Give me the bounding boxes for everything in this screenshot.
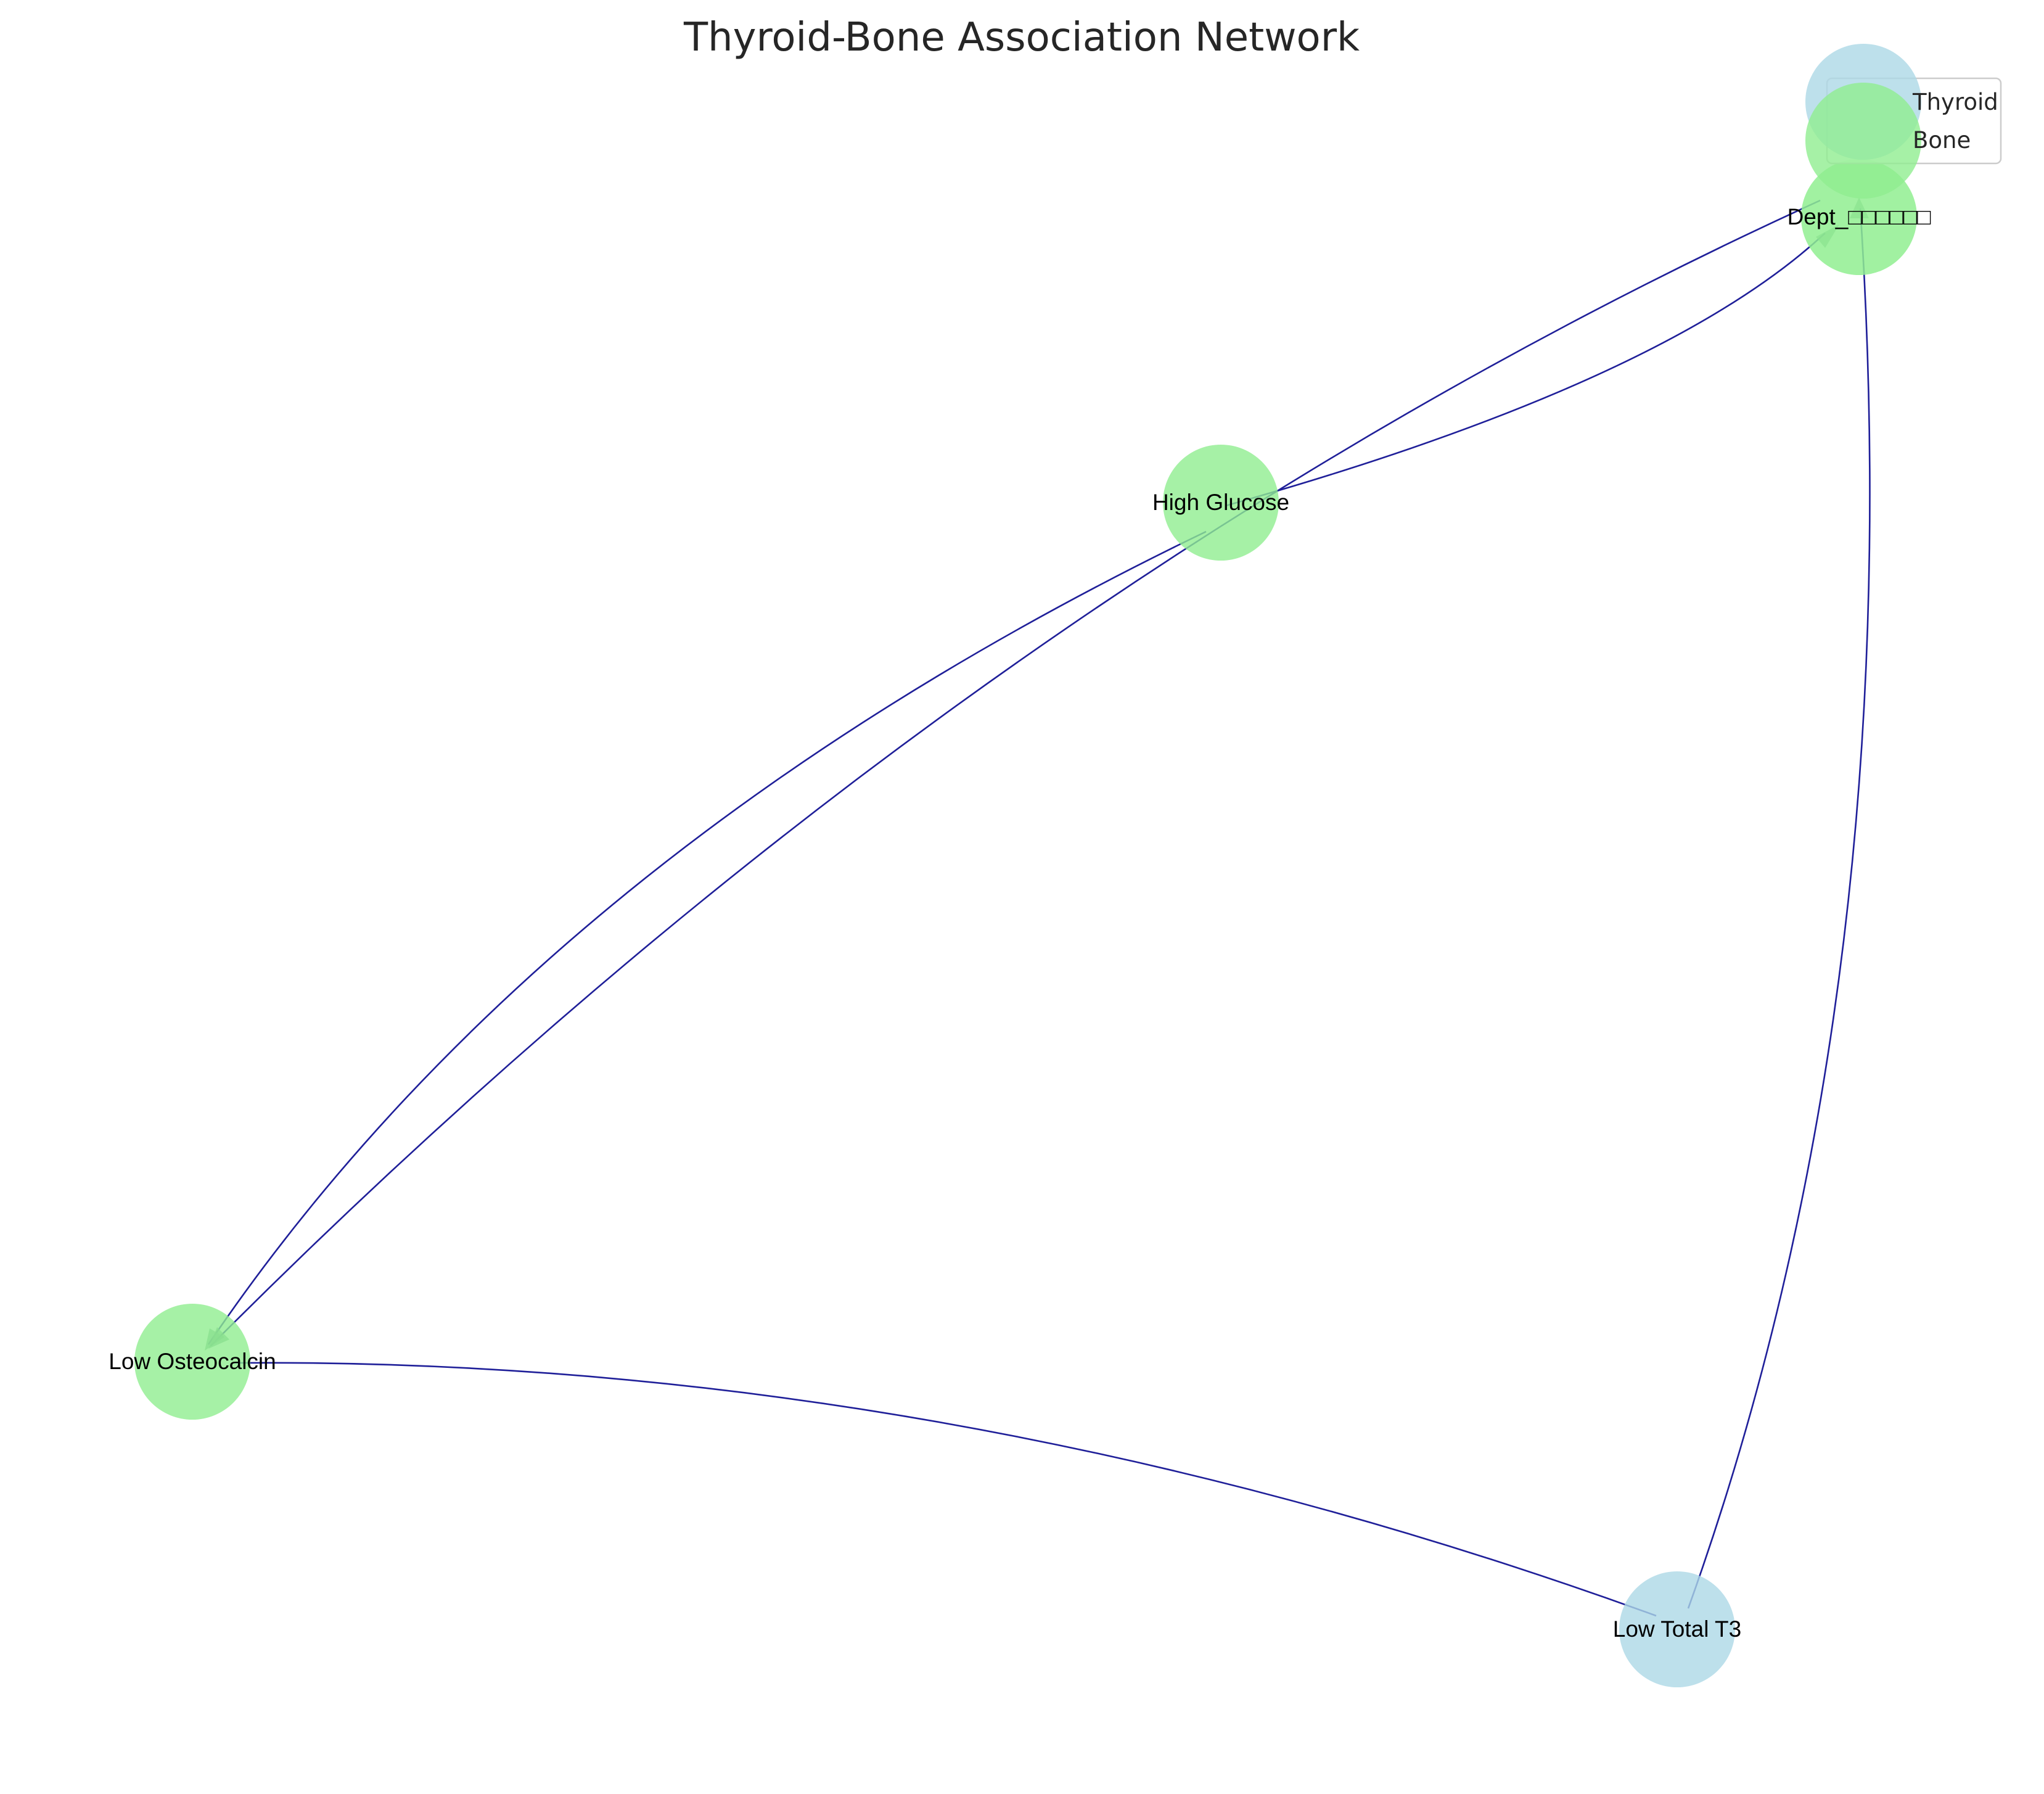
legend: Thyroid Bone bbox=[1805, 44, 2002, 199]
node-low-total-t3[interactable]: Low Total T3 bbox=[1613, 1571, 1741, 1687]
node-low-osteocalcin-circle bbox=[134, 1304, 250, 1420]
legend-thyroid-label: Thyroid bbox=[1912, 89, 1998, 115]
legend-bone-label: Bone bbox=[1913, 127, 1971, 154]
edge-glucose-osteocalcin bbox=[207, 530, 1207, 1345]
edge-glucose-dept bbox=[1225, 232, 1826, 507]
edge-dept-osteocalcin bbox=[210, 199, 1821, 1346]
edges-layer bbox=[207, 199, 1871, 1617]
node-high-glucose-circle bbox=[1163, 445, 1279, 561]
node-low-osteocalcin-label: Low Osteocalcin bbox=[109, 1349, 276, 1374]
node-low-total-t3-circle bbox=[1619, 1571, 1735, 1687]
diagram-title: Thyroid-Bone Association Network bbox=[683, 15, 1360, 60]
edge-t3-dept bbox=[1687, 208, 1871, 1609]
arrowheads-layer bbox=[205, 197, 1869, 1351]
node-dept-label: Dept_□□□□□□ bbox=[1787, 204, 1931, 229]
nodes-layer: Dept_□□□□□□ High Glucose Low Osteocalcin… bbox=[109, 159, 1931, 1687]
node-high-glucose[interactable]: High Glucose bbox=[1152, 445, 1289, 561]
node-low-total-t3-label: Low Total T3 bbox=[1613, 1616, 1741, 1642]
node-low-osteocalcin[interactable]: Low Osteocalcin bbox=[109, 1304, 276, 1420]
node-high-glucose-label: High Glucose bbox=[1152, 490, 1289, 515]
edge-t3-osteocalcin bbox=[234, 1362, 1657, 1617]
legend-bone-marker bbox=[1805, 83, 1921, 199]
